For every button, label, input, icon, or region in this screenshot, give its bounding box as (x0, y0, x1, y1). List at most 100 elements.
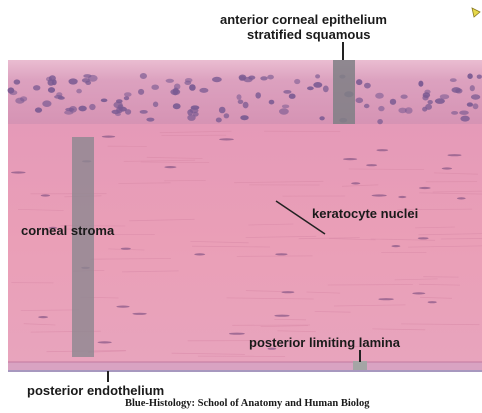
epithelial-nucleus (173, 103, 181, 109)
epithelial-nucleus (184, 81, 191, 85)
keratocyte-nucleus (398, 196, 406, 198)
epithelial-nucleus (313, 82, 322, 88)
epithelial-nucleus (8, 87, 15, 93)
epithelial-nucleus (124, 92, 132, 97)
stroma-fiber (328, 285, 413, 286)
epithelial-nucleus (356, 98, 364, 104)
keratocyte-nucleus (391, 245, 400, 247)
epithelial-nucleus (54, 95, 63, 99)
epithelial-nucleus (315, 74, 320, 78)
epithelial-nucleus (212, 77, 222, 82)
corner-arrow-icon (472, 8, 480, 17)
epithelial-nucleus (146, 118, 154, 122)
epithelial-nucleus (238, 100, 244, 104)
epithelial-nucleus (101, 99, 108, 103)
keratocyte-nucleus (376, 149, 388, 151)
epithelial-nucleus (239, 75, 247, 81)
epithelial-nucleus (14, 79, 21, 84)
lamina-label: posterior limiting lamina (249, 335, 400, 350)
keratocyte-nucleus (372, 194, 387, 196)
epithelial-nucleus (425, 104, 432, 110)
keratocyte-nucleus (378, 298, 393, 300)
epithelial-nucleus (78, 106, 86, 112)
epithelial-nucleus (112, 110, 120, 114)
epithelial-nucleus (460, 116, 469, 122)
image-credit: Blue-Histology: School of Anatomy and Hu… (125, 398, 369, 409)
epithelial-nucleus (224, 113, 230, 118)
keratocyte-nucleus (412, 292, 425, 294)
stroma-fiber (164, 180, 206, 181)
keratocyte-label: keratocyte nuclei (312, 206, 418, 221)
epithelial-nucleus (267, 75, 274, 80)
epithelial-nucleus (440, 94, 449, 99)
epithelial-nucleus (283, 90, 291, 94)
epithelial-nucleus (319, 116, 324, 120)
epithelial-nucleus (89, 104, 95, 110)
epithelial-nucleus (153, 102, 158, 108)
keratocyte-nucleus (343, 158, 357, 160)
epithelial-nucleus (467, 73, 472, 79)
epithelial-nucleus (260, 76, 267, 80)
epithelial-nucleus (289, 94, 296, 99)
epithelial-nucleus (199, 88, 208, 93)
epithelial-nucleus (401, 95, 408, 99)
keratocyte-nucleus (38, 316, 48, 318)
epithelial-nucleus (398, 108, 406, 114)
epithelial-nucleus (48, 87, 55, 93)
epithelium-label-line2: stratified squamous (247, 27, 371, 42)
epithelial-nucleus (255, 92, 261, 98)
lamina-marker (353, 361, 367, 370)
epithelial-nucleus (82, 78, 90, 83)
keratocyte-nucleus (448, 154, 462, 156)
epithelium-marker-bar (333, 60, 355, 124)
epithelial-nucleus (151, 85, 159, 90)
epithelial-nucleus (187, 109, 193, 115)
epithelial-nucleus (124, 96, 129, 100)
epithelial-nucleus (451, 111, 458, 115)
keratocyte-nucleus (121, 248, 131, 250)
keratocyte-nucleus (41, 194, 50, 196)
epithelium-label-line1: anterior corneal epithelium (220, 12, 387, 27)
epithelial-nucleus (471, 94, 480, 99)
stroma-fiber (237, 256, 313, 257)
keratocyte-nucleus (194, 253, 205, 255)
keratocyte-nucleus (274, 315, 289, 317)
epithelial-nucleus (294, 79, 300, 84)
epithelial-nucleus (279, 108, 289, 114)
keratocyte-nucleus (98, 341, 112, 343)
epithelial-nucleus (187, 115, 195, 121)
epithelial-nucleus (477, 75, 482, 79)
epithelial-nucleus (269, 100, 275, 105)
epithelial-nucleus (237, 94, 242, 100)
epithelial-nucleus (307, 86, 314, 90)
epithelial-nucleus (140, 73, 147, 79)
keratocyte-nucleus (116, 306, 129, 308)
epithelial-nucleus (470, 85, 475, 91)
epithelial-nucleus (216, 118, 222, 123)
epithelial-nucleus (52, 79, 57, 85)
keratocyte-nucleus (442, 167, 452, 169)
epithelial-nucleus (390, 99, 396, 105)
keratocyte-nucleus (229, 333, 245, 335)
epithelial-nucleus (35, 107, 42, 112)
epithelial-nucleus (69, 78, 78, 84)
epithelial-nucleus (473, 103, 479, 109)
epithelial-nucleus (450, 78, 457, 82)
keratocyte-nucleus (428, 301, 437, 303)
epithelial-nucleus (83, 74, 91, 78)
epithelial-nucleus (418, 81, 423, 87)
epithelial-nucleus (435, 98, 445, 104)
endothelium-layer (8, 362, 482, 370)
epithelial-nucleus (377, 119, 383, 124)
keratocyte-nucleus (282, 291, 295, 293)
epithelial-nucleus (140, 110, 148, 114)
stroma-marker-bar (72, 137, 94, 357)
epithelial-nucleus (467, 102, 473, 106)
epithelial-nucleus (323, 86, 329, 93)
epithelial-nucleus (459, 111, 469, 115)
keratocyte-nucleus (457, 197, 466, 199)
epithelial-nucleus (166, 79, 174, 83)
epithelial-nucleus (69, 106, 77, 113)
epithelial-nucleus (76, 89, 82, 94)
